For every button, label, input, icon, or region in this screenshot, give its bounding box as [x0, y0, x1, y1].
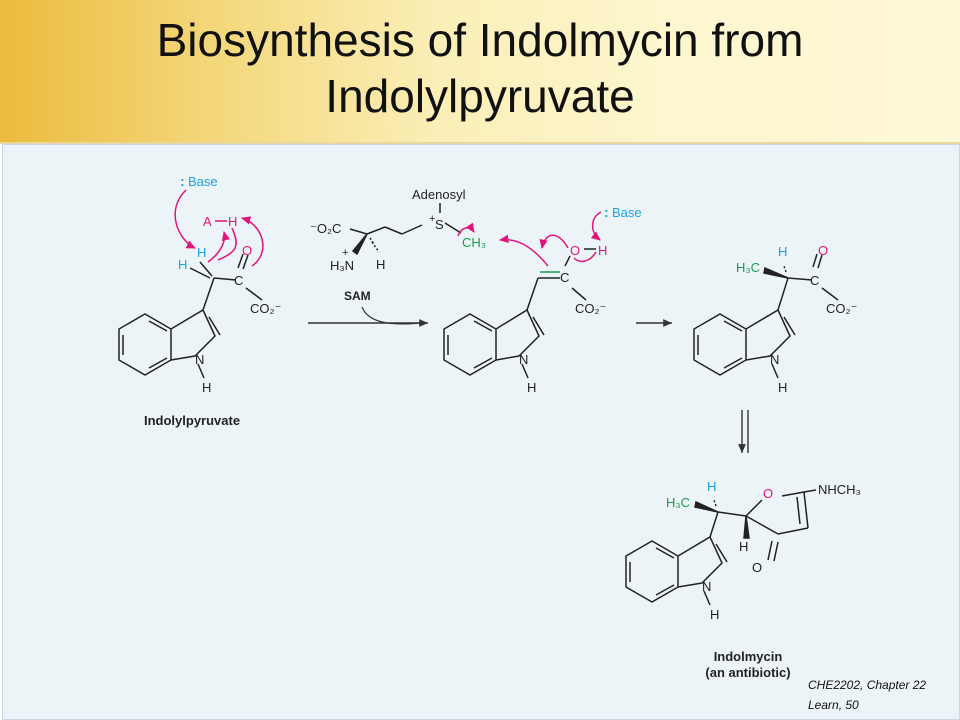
sam-sulfur: S — [435, 217, 444, 232]
c4-ketone-oxygen: O — [752, 560, 762, 575]
footer-citation: CHE2202, Chapter 22 Learn, 50 — [808, 675, 926, 715]
title-bar: Biosynthesis of Indolmycin from Indolylp… — [0, 0, 960, 144]
c1-nh-hydrogen: H — [202, 380, 211, 395]
c1-alpha-h1: H — [197, 245, 206, 260]
methyl-keto-labels: N H C O CO₂⁻ H₃C H — [736, 243, 857, 395]
c1-carboxylate: CO₂⁻ — [250, 301, 281, 316]
svg-text::: : — [180, 173, 185, 189]
c3-nitrogen: N — [770, 352, 779, 367]
indolylpyruvate-structure — [118, 253, 263, 379]
c2-nh-hydrogen: H — [527, 380, 536, 395]
indolylpyruvate-labels: N H C O CO₂⁻ H H : Base A H Indolylpyruv… — [144, 173, 281, 428]
c1-carbon: C — [234, 273, 243, 288]
enol-structure — [443, 248, 596, 379]
footer-line-2: Learn, 50 — [808, 698, 859, 712]
sam-curve — [361, 306, 421, 325]
c4-name-line-2: (an antibiotic) — [705, 665, 790, 680]
c3-methyl: H₃C — [736, 260, 760, 275]
c1-acid-h: H — [228, 214, 237, 229]
sam-structure — [349, 203, 462, 256]
c3-h: H — [778, 244, 787, 259]
c1-oxygen: O — [242, 243, 252, 258]
sam-arrow-sulfur — [457, 222, 475, 237]
sam-labels: Adenosyl + S CH₃ ⁻O₂C + H₃N H SAM — [310, 187, 486, 325]
sam-name: SAM — [344, 289, 371, 303]
c4-methyl: H₃C — [666, 495, 690, 510]
arrow-step-3 — [738, 410, 749, 453]
c1-arrow-ah — [207, 230, 231, 263]
sam-amine: H₃N — [330, 258, 354, 273]
c4-nh-hydrogen: H — [710, 607, 719, 622]
c1-arrow-oxygen — [240, 216, 264, 267]
c1-arrow-base — [174, 189, 196, 249]
c4-nitrogen: N — [702, 579, 711, 594]
c4-amino: NHCH₃ — [818, 482, 861, 497]
enol-labels: N H C O H CO₂⁻ : Base — [498, 204, 642, 395]
c2-arrow-base — [590, 211, 602, 241]
c4-name-line-1: Indolmycin — [714, 649, 783, 664]
c1-name: Indolylpyruvate — [144, 413, 240, 428]
c2-arrow-oxygen — [539, 234, 569, 250]
c2-arrow-methyl — [498, 234, 549, 267]
c3-carboxylate: CO₂⁻ — [826, 301, 857, 316]
sam-adenosyl: Adenosyl — [412, 187, 466, 202]
title-line-1: Biosynthesis of Indolmycin from — [156, 14, 804, 66]
c3-nh-hydrogen: H — [778, 380, 787, 395]
c2-oxygen: O — [570, 243, 580, 258]
c4-h-ring: H — [739, 539, 748, 554]
c4-ring-oxygen: O — [763, 486, 773, 501]
c3-carbon: C — [810, 273, 819, 288]
c1-nitrogen: N — [195, 352, 204, 367]
svg-text:+: + — [342, 247, 348, 259]
svg-text::: : — [604, 204, 609, 220]
c1-base: Base — [188, 174, 218, 189]
indolmycin-structure — [625, 489, 817, 606]
methyl-keto-structure — [693, 253, 839, 379]
c1-acid-a: A — [203, 214, 212, 229]
c4-h-top: H — [707, 479, 716, 494]
c3-oxygen: O — [818, 243, 828, 258]
sam-methyl: CH₃ — [462, 235, 486, 250]
footer-line-1: CHE2202, Chapter 22 — [808, 678, 927, 692]
c1-alpha-h2: H — [178, 257, 187, 272]
sam-carboxylate: ⁻O₂C — [310, 221, 341, 236]
c2-nitrogen: N — [519, 352, 528, 367]
c2-h: H — [598, 243, 607, 258]
title-line-2: Indolylpyruvate — [325, 70, 635, 122]
indolmycin-labels: N H H₃C H H O O NHCH₃ Indolmycin (an ant… — [666, 479, 861, 680]
c2-carbon: C — [560, 270, 569, 285]
diagram-panel — [2, 144, 960, 720]
svg-text:+: + — [429, 213, 435, 225]
c2-base: Base — [612, 205, 642, 220]
sam-h: H — [376, 257, 385, 272]
c2-carboxylate: CO₂⁻ — [575, 301, 606, 316]
slide-title: Biosynthesis of Indolmycin from Indolylp… — [0, 12, 960, 124]
